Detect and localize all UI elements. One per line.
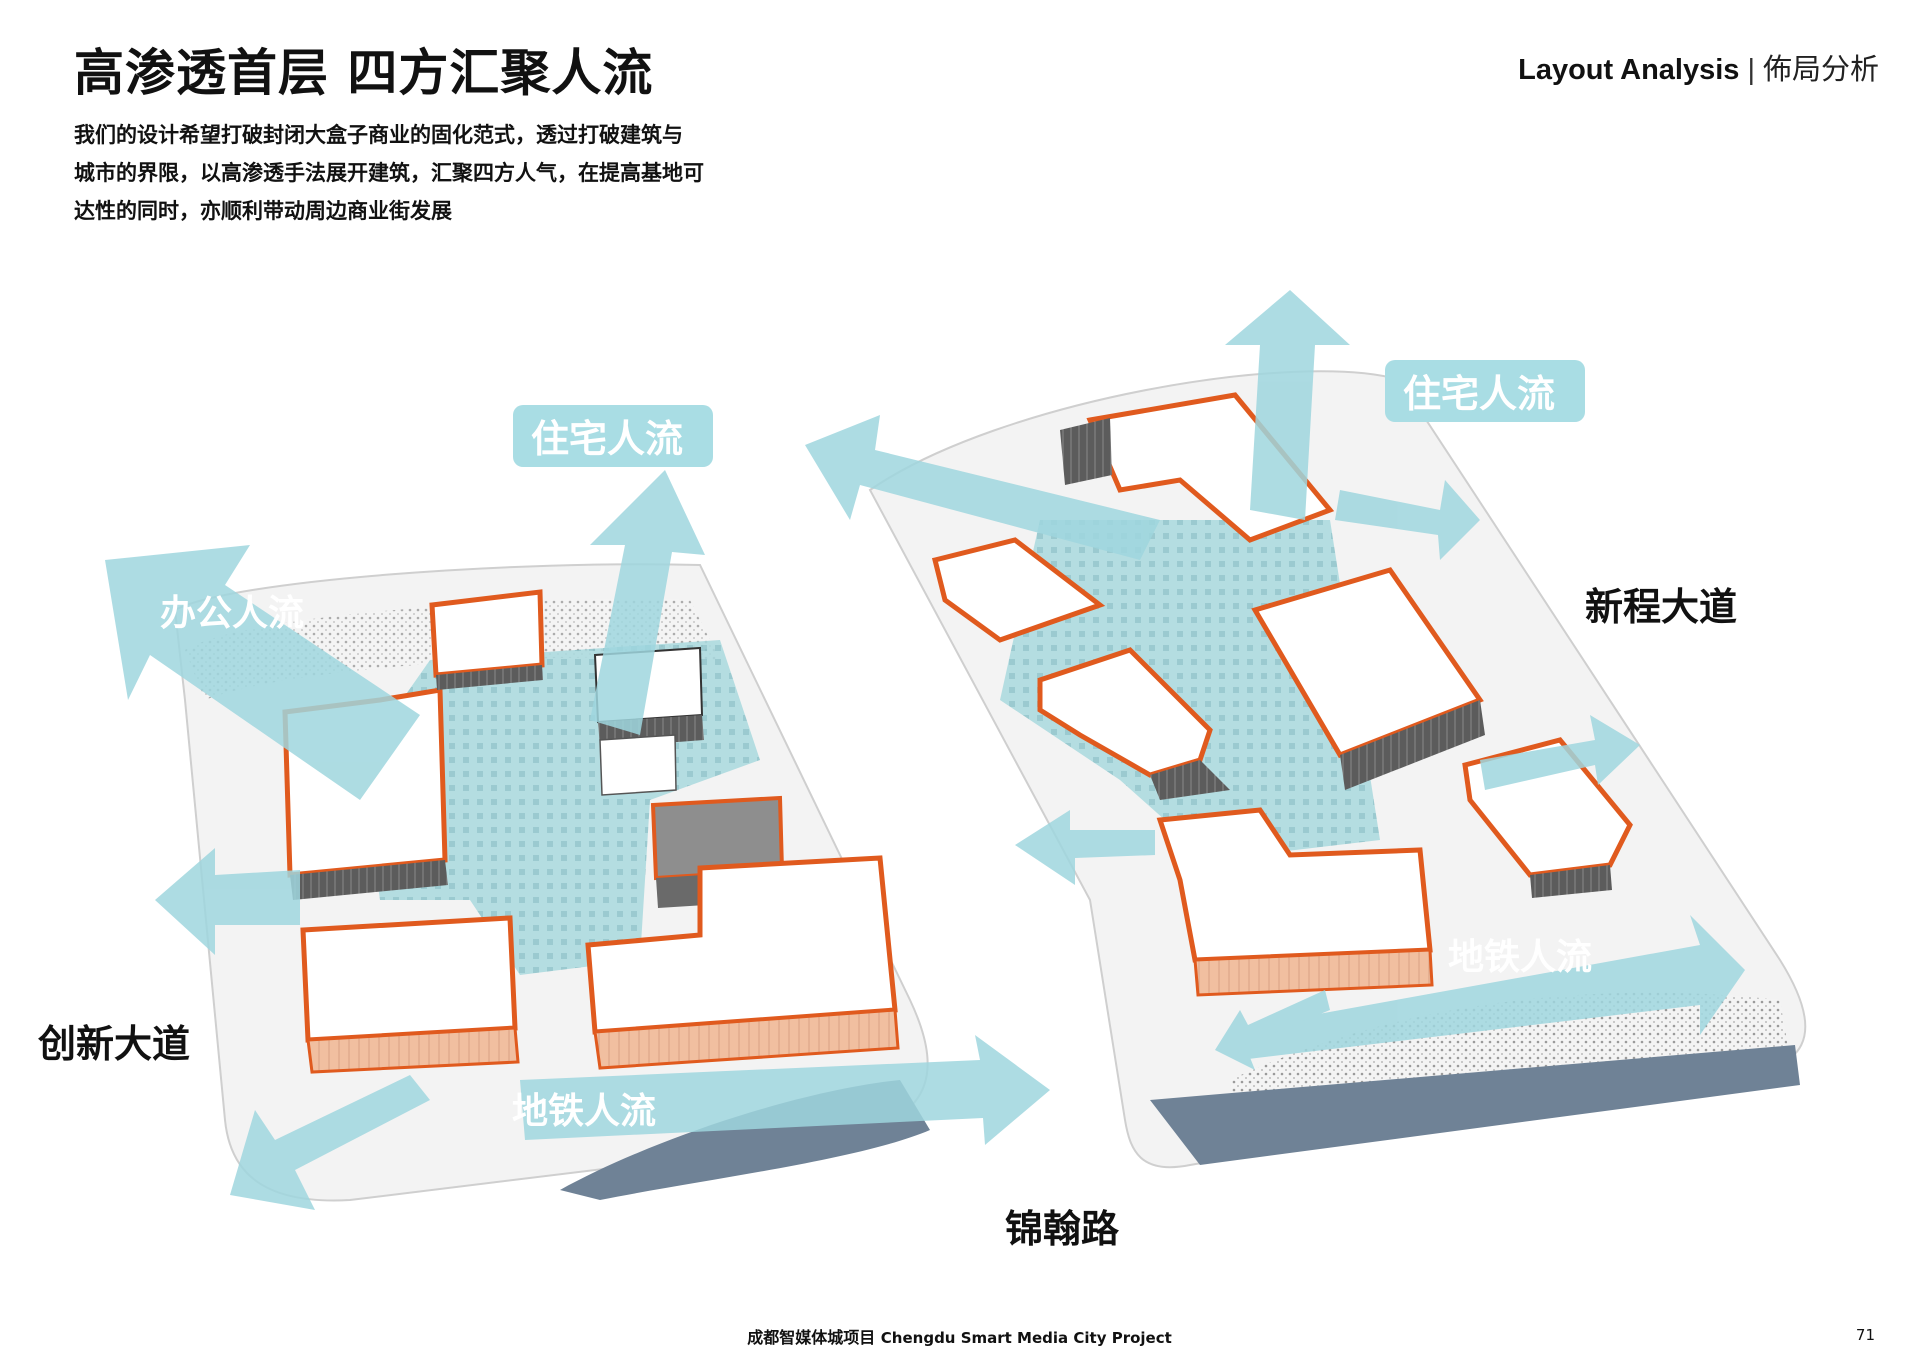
description-line-3: 达性的同时，亦顺利带动周边商业街发展 <box>74 199 452 223</box>
right-site-water <box>1150 1045 1800 1165</box>
flow-label-pill-residential-right: 住宅人流 <box>1385 360 1585 422</box>
right-building-f <box>1156 807 1434 997</box>
arrow-metro-left <box>520 1035 1050 1145</box>
flow-label-residential-left: 住宅人流 <box>531 417 684 461</box>
left-flow-arrows <box>105 470 1050 1210</box>
arrow-east <box>1480 715 1640 790</box>
arrow-residential-left <box>590 470 705 735</box>
section-title-cn: 佈局分析 <box>1762 54 1879 86</box>
footer-project: 成都智媒体城项目 Chengdu Smart Media City Projec… <box>0 1324 1919 1348</box>
page-description: 我们的设计希望打破封闭大盒子商业的固化范式，透过打破建筑与 城市的界限，以高渗透… <box>74 116 774 230</box>
left-building-b <box>429 589 545 690</box>
right-building-b <box>931 537 1106 643</box>
flow-label-metro-right: 地铁人流 <box>1448 937 1593 978</box>
right-flow-arrows <box>805 290 1745 1070</box>
road-label-jinhan-rd: 锦翰路 <box>1005 1207 1120 1251</box>
road-label-xincheng-ave: 新程大道 <box>1585 585 1738 629</box>
flow-label-metro-left: 地铁人流 <box>512 1091 657 1132</box>
right-building-c <box>1037 647 1230 800</box>
arrow-residential-right-up <box>1225 290 1350 520</box>
arrow-southwest <box>230 1075 430 1210</box>
arrow-office <box>105 545 420 800</box>
left-building-f <box>585 855 900 1070</box>
flow-label-office: 办公人流 <box>160 593 305 634</box>
footer-project-en: Chengdu Smart Media City Project <box>880 1329 1172 1347</box>
left-site <box>105 470 1050 1210</box>
right-building-d <box>1251 567 1485 790</box>
arrow-west <box>155 848 300 955</box>
section-separator: | <box>1747 54 1755 86</box>
footer-project-cn: 成都智媒体城项目 <box>747 1328 876 1347</box>
page-title: 高渗透首层 四方汇聚人流 <box>74 44 654 102</box>
flow-label-residential-right: 住宅人流 <box>1403 372 1556 416</box>
arrow-metro-right <box>1230 915 1745 1060</box>
right-site <box>805 290 1807 1169</box>
page-number: 71 <box>1855 1326 1875 1344</box>
arrow-southwest-right <box>1215 990 1330 1070</box>
road-label-innovation-ave: 创新大道 <box>38 1022 191 1066</box>
flow-label-pill-residential-left: 住宅人流 <box>513 405 713 467</box>
arrow-northwest <box>805 415 1160 560</box>
section-title-en: Layout Analysis <box>1518 54 1740 86</box>
description-line-2: 城市的界限，以高渗透手法展开建筑，汇聚四方人气，在提高基地可 <box>74 161 704 185</box>
arrow-residential-right <box>1335 480 1480 560</box>
arrow-west-right <box>1015 810 1155 885</box>
description-line-1: 我们的设计希望打破封闭大盒子商业的固化范式，透过打破建筑与 <box>74 123 683 147</box>
left-building-e <box>300 915 520 1074</box>
section-header: Layout Analysis|佈局分析 <box>1518 56 1879 85</box>
